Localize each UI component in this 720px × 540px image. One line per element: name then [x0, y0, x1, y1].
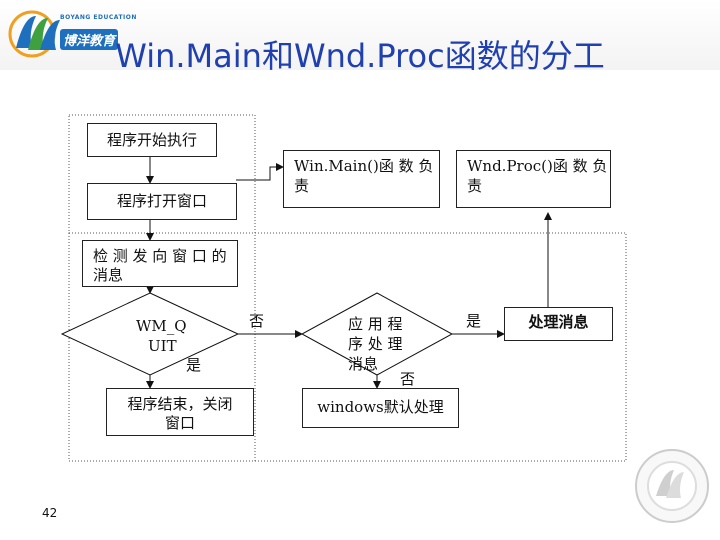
wndproc-responsibility-node: Wnd.Proc()函 数 负 责: [456, 150, 611, 208]
app-yes-label: 是: [466, 312, 482, 330]
open-window-node: 程序打开窗口: [87, 183, 237, 220]
quit-decision-label-2: UIT: [148, 337, 177, 355]
winmain-responsibility-node: Win.Main()函 数 负 责: [283, 150, 440, 208]
app-decision-label-1: 应 用 程: [348, 315, 403, 333]
app-decision-label-3: 消息: [348, 355, 379, 373]
app-decision-label-2: 序 处 理: [348, 335, 403, 353]
quit-no-label: 否: [249, 312, 265, 330]
wndproc-region: [68, 232, 627, 462]
end-node: 程序结束，关闭 窗口: [106, 388, 254, 436]
winmain-resp-line2: 责: [294, 177, 310, 195]
end-line1: 程序结束，关闭: [127, 395, 233, 413]
detect-line1: 检 测 发 向 窗 口 的: [93, 247, 227, 265]
logo-text: 博洋教育: [60, 29, 119, 50]
wndproc-resp-line1: Wnd.Proc()函 数 负: [467, 157, 608, 175]
start-node: 程序开始执行: [87, 123, 217, 157]
quit-decision-label-1: WM_Q: [136, 317, 187, 335]
detect-message-node: 检 测 发 向 窗 口 的 消息: [82, 240, 238, 287]
app-no-label: 否: [400, 370, 416, 388]
end-line2: 窗口: [164, 414, 195, 432]
wndproc-resp-line2: 责: [467, 177, 483, 195]
detect-line2: 消息: [93, 266, 124, 284]
logo-subtext: BOYANG EDUCATION: [60, 14, 137, 21]
page-number: 42: [42, 506, 58, 520]
winmain-resp-line1: Win.Main()函 数 负: [294, 157, 434, 175]
default-proc-node: windows默认处理: [302, 388, 459, 428]
header-bar: [0, 0, 720, 70]
logo-icon: [8, 10, 60, 58]
slide-title: Win.Main和Wnd.Proc函数的分工: [115, 37, 605, 75]
process-message-node: 处理消息: [504, 307, 613, 341]
quit-yes-label: 是: [186, 356, 202, 374]
